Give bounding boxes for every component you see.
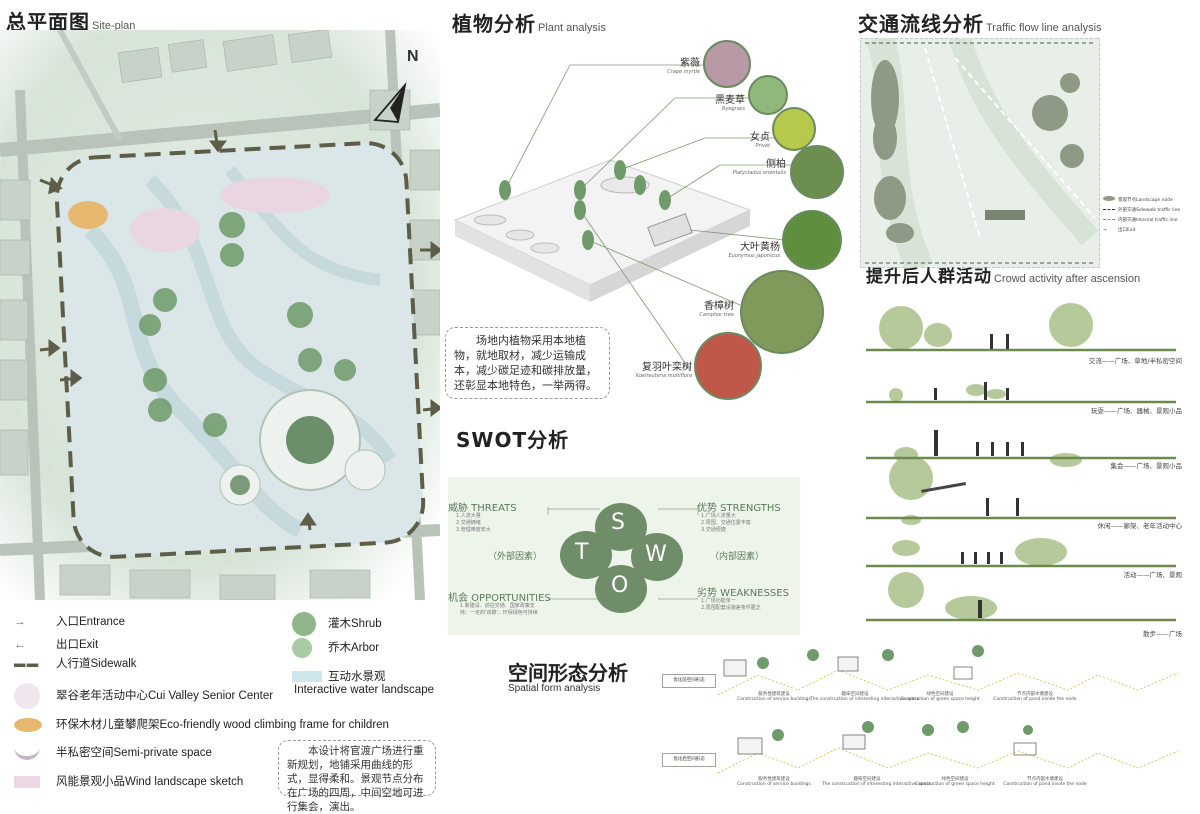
legend-arbor: 乔木Arbor — [292, 638, 379, 658]
senior-center-icon — [14, 683, 40, 709]
crowd-caption-4: 休闲——廊架、老年活动中心 — [1097, 522, 1183, 530]
swot-letter-o: O — [611, 573, 629, 598]
plant-photo-camphor — [740, 270, 824, 354]
legend-shrub: 灌木Shrub — [292, 612, 382, 636]
exit-arrow-icon: ← — [14, 639, 26, 651]
site-plan-description: 本设计将官渡广场进行重新规划，地铺采用曲线的形式，显得柔和。景观节点分布在广场的… — [278, 740, 436, 813]
swot-internal-label: （内部因素） — [710, 552, 765, 562]
swot-letter-w: W — [645, 542, 667, 567]
crowd-caption-6: 散步——广场 — [1143, 630, 1182, 638]
legend-wind-sketch: 风能景观小品Wind landscape sketch — [14, 773, 243, 789]
water-landscape-icon — [292, 671, 322, 683]
plant-photo-crape-myrtle — [703, 40, 751, 88]
legend-water: 互动水景观 — [292, 668, 386, 684]
legend-entrance: →入口Entrance — [14, 616, 126, 628]
entrance-arrow-icon: → — [14, 616, 26, 628]
crowd-caption-2: 玩耍——广场、器械、景观小品 — [1091, 407, 1182, 415]
plant-photo-koelreuteria — [694, 332, 762, 400]
plant-photo-platycladus — [790, 145, 844, 199]
plant-photo-ryegrass — [748, 75, 788, 115]
shrub-icon — [292, 612, 316, 636]
site-plan-map: N — [0, 30, 440, 600]
traffic-legend: 景观节点Landscape node 外部交通Sidewalk traffic … — [1103, 196, 1180, 236]
plant-photo-privet — [772, 107, 816, 151]
swot-external-label: （外部因素） — [488, 552, 543, 562]
wind-sketch-icon — [14, 775, 40, 788]
crowd-caption-5: 活动——广场、景观 — [1123, 571, 1183, 579]
plant-photo-euonymus — [782, 210, 842, 270]
legend-climbing-frame: 环保木材儿童攀爬架Eco-friendly wood climbing fram… — [14, 716, 389, 732]
legend-semi-private: 半私密空间Semi-private space — [14, 744, 212, 760]
arbor-icon — [292, 638, 312, 658]
swot-weaknesses-label: 劣势 WEAKNESSES — [697, 588, 789, 599]
spatial-title: 空间形态分析 Spatial form analysis — [508, 661, 628, 694]
swot-threats-label: 威胁 THREATS — [448, 503, 517, 514]
semi-private-icon — [14, 746, 40, 760]
traffic-legend-internal: 内部交通Internal traffic line — [1103, 216, 1180, 226]
swot-opportunities-label: 机会 OPPORTUNITIES — [448, 593, 551, 604]
traffic-legend-external: 外部交通Sidewalk traffic line — [1103, 206, 1180, 216]
sidewalk-dash-icon: ▬ ▬ — [14, 658, 38, 670]
legend-exit: ←出口Exit — [14, 639, 99, 651]
swot-letter-t: T — [575, 540, 589, 565]
spatial-row1-tag: 优化前空间形态 — [662, 674, 716, 688]
legend-sidewalk: ▬ ▬人行道Sidewalk — [14, 658, 137, 670]
swot-title: SWOT分析 — [456, 428, 570, 452]
climbing-frame-icon — [14, 717, 42, 732]
plant-note: 场地内植物采用本地植物，就地取材，减少运输成本，减少碳足迹和碳排放量，还彰显本地… — [445, 327, 610, 399]
traffic-legend-node: 景观节点Landscape node — [1103, 196, 1180, 206]
plant-axonometric — [450, 40, 850, 400]
legend-water-en: Interactive water landscape — [294, 684, 434, 696]
crowd-caption-3: 集会——广场、景观小品 — [1110, 462, 1183, 470]
spatial-diagrams — [717, 645, 1198, 797]
north-label: N — [407, 48, 419, 65]
swot-opportunity-items: 1.新建设、前往交通、国家政策支持、一定的'双碳'、环保绿色可持续 — [460, 603, 538, 616]
legend-senior-center: 翠谷老年活动中心Cui Valley Senior Center — [14, 683, 273, 709]
crowd-illustrations — [866, 290, 1186, 640]
spatial-row2-tag: 优化后空间形态 — [662, 753, 716, 767]
traffic-legend-exit: →出口Exit — [1103, 228, 1136, 233]
swot-strengths-label: 优势 STRENGTHS — [697, 503, 781, 514]
crowd-caption-1: 交流——广场、草地/半私密空间 — [1088, 357, 1182, 365]
traffic-diagram — [859, 33, 1101, 274]
swot-letter-s: S — [611, 510, 625, 535]
